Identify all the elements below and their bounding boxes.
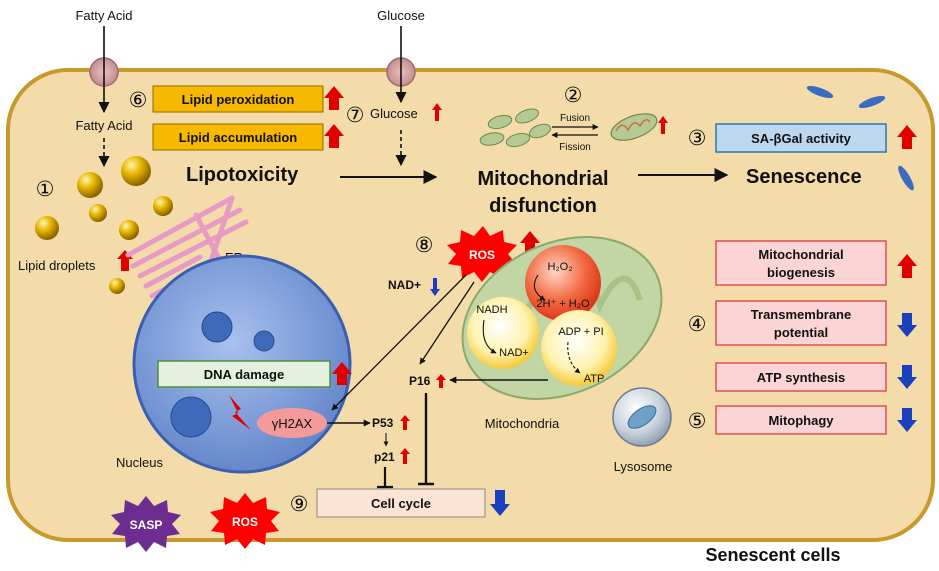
mito-dysfunction-heading-line1: Mitochondrial	[477, 168, 608, 190]
nadh-conversion-arrow	[482, 319, 497, 354]
nucleolus-2	[253, 330, 275, 352]
glucose-outside-label: Glucose	[377, 8, 425, 23]
sasp-burst	[111, 496, 181, 552]
lipid-peroxidation-box	[152, 85, 324, 113]
lipid-accumulation-box	[152, 123, 324, 151]
ros-burst-bottom	[210, 493, 280, 549]
lipid-peroxidation-label: Lipid peroxidation	[182, 92, 295, 107]
lipid-accumulation-up-arrow	[324, 124, 344, 148]
lipid-droplets-label: Lipid droplets	[18, 258, 96, 273]
gamma-h2ax-label: γH2AX	[272, 416, 313, 431]
lightning-icon	[229, 395, 251, 430]
sa-bgal-box	[715, 123, 887, 153]
step-number-8: ⑧	[415, 233, 434, 257]
p16-inhibition	[418, 393, 434, 486]
nadh-sphere	[467, 297, 539, 369]
step-number-6: ⑥	[129, 88, 148, 112]
atp-synthesis-label: ATP synthesis	[757, 370, 845, 385]
dna-damage-up-arrow	[332, 362, 352, 385]
sa-bgal-label: SA-βGal activity	[751, 131, 851, 146]
p21-inhibition	[377, 467, 393, 489]
fused-mito-up-arrow	[658, 116, 668, 134]
nad-down-arrow	[430, 278, 440, 296]
fission-label: Fission	[559, 142, 591, 153]
ros-burst-top	[447, 226, 517, 282]
step-number-7: ⑦	[346, 103, 365, 127]
cell-cycle-down-arrow	[490, 490, 510, 516]
adp-label: ADP + PI	[558, 326, 603, 338]
lipid-accumulation-label: Lipid accumulation	[179, 130, 298, 145]
mito-dysfunction-heading-line2: disfunction	[489, 195, 597, 217]
nad-inner-label: NAD+	[499, 347, 529, 359]
ros-to-h2ax-arrow	[331, 274, 467, 411]
ros-sphere	[525, 245, 601, 321]
atp-synthesis-box	[715, 362, 887, 392]
senescence-marker-streaks	[806, 85, 914, 191]
h2o2-conversion-arrow	[533, 274, 546, 301]
lipid-droplets	[35, 156, 173, 294]
lipotoxicity-heading: Lipotoxicity	[186, 164, 299, 186]
mitochondria-label: Mitochondria	[485, 416, 560, 431]
mito-biogenesis-label-line1: Mitochondrial	[758, 247, 843, 262]
nucleolus-1	[201, 311, 233, 343]
mito-biogenesis-label-line2: biogenesis	[767, 265, 835, 280]
mitophagy-box	[715, 405, 887, 435]
p21-up-arrow	[400, 448, 410, 464]
fused-mitochondrion	[610, 113, 658, 141]
step-number-9: ⑨	[290, 492, 309, 516]
mitophagy-down-arrow	[897, 408, 917, 432]
p53-up-arrow	[400, 415, 410, 430]
nadh-label: NADH	[476, 304, 507, 316]
senescence-heading: Senescence	[746, 166, 862, 188]
lipid-peroxidation-up-arrow	[324, 86, 344, 110]
dna-damage-label: DNA damage	[204, 367, 284, 382]
fusion-label: Fusion	[560, 113, 590, 124]
ros-top-label: ROS	[469, 248, 495, 262]
p16-label: P16	[409, 374, 431, 388]
atp-sphere	[541, 310, 617, 386]
step-number-4: ④	[688, 312, 707, 336]
transmembrane-label-line2: potential	[774, 325, 828, 340]
dna-damage-box	[157, 360, 331, 388]
cell-cycle-box	[316, 488, 486, 518]
h2o2-label: H₂O₂	[547, 261, 572, 273]
step-number-3: ③	[688, 126, 707, 150]
p16-up-arrow	[436, 374, 446, 388]
glucose-inside-label: Glucose	[370, 106, 418, 121]
ros-to-p16-arrow	[419, 281, 475, 365]
fatty-acid-inside-label: Fatty Acid	[75, 118, 132, 133]
senescent-cells-label: Senescent cells	[705, 545, 840, 565]
sa-bgal-up-arrow	[897, 125, 917, 149]
mitophagy-label: Mitophagy	[769, 413, 835, 428]
glucose-up-arrow	[432, 103, 442, 121]
step-number-2: ②	[564, 83, 583, 107]
atp-label: ATP	[584, 373, 605, 385]
lysosome-label: Lysosome	[614, 459, 673, 474]
p21-label: p21	[374, 450, 395, 464]
cell-cycle-label: Cell cycle	[371, 496, 431, 511]
mito-biogenesis-box	[715, 240, 887, 286]
atp-synthesis-down-arrow	[897, 365, 917, 389]
lysosome	[612, 387, 672, 447]
nucleus-label: Nucleus	[116, 455, 163, 470]
sasp-label: SASP	[130, 518, 163, 532]
nad-plus-label: NAD+	[388, 278, 421, 292]
mito-biogenesis-up-arrow	[897, 254, 917, 278]
step-number-1: ①	[36, 177, 55, 201]
transmembrane-box	[715, 300, 887, 346]
water-label: 2H⁺ + H₂O	[536, 298, 590, 310]
fatty-acid-outside-label: Fatty Acid	[75, 8, 132, 23]
transmembrane-label-line1: Transmembrane	[751, 307, 851, 322]
gamma-h2ax-oval	[257, 408, 327, 438]
ros-bottom-label: ROS	[232, 515, 258, 529]
p53-label: P53	[372, 416, 394, 430]
fragmented-mitochondria	[479, 108, 552, 148]
step-number-5: ⑤	[688, 409, 707, 433]
adp-to-atp-arrow	[567, 341, 581, 374]
nucleolus-3	[170, 396, 212, 438]
transmembrane-down-arrow	[897, 313, 917, 337]
